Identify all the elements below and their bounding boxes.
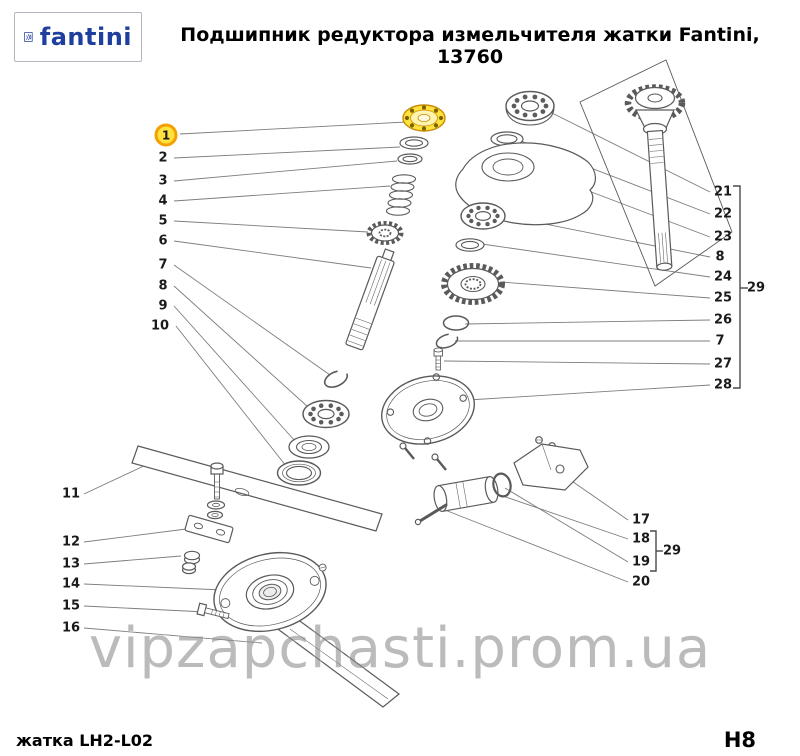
callout-23[interactable]: 23 (713, 229, 733, 245)
group-bracket-bottom (650, 530, 663, 572)
part-spring-4 (385, 174, 417, 216)
callout-26[interactable]: 26 (713, 312, 733, 328)
part-ring-26 (442, 315, 470, 331)
fantini-logo: fantini (14, 12, 142, 62)
callout-22[interactable]: 22 (713, 206, 733, 222)
callout-21[interactable]: 21 (713, 184, 733, 200)
callout-8b[interactable]: 8 (715, 249, 725, 265)
callout-3[interactable]: 3 (158, 173, 168, 189)
callout-6[interactable]: 6 (158, 233, 168, 249)
callout-27[interactable]: 27 (713, 356, 733, 372)
callout-14[interactable]: 14 (61, 576, 81, 592)
part-snap-ring-7b (435, 333, 459, 349)
group-bracket-top (733, 185, 748, 389)
callout-19[interactable]: 19 (631, 554, 651, 570)
part-ball-bearing-8 (302, 399, 350, 429)
part-o-ring-19 (492, 472, 512, 498)
part-hub-plate-14 (213, 551, 327, 633)
leader-lines (83, 111, 711, 644)
callout-1[interactable]: 1 (154, 123, 178, 147)
part-splined-shaft-6 (345, 248, 395, 351)
part-nuts-13 (181, 550, 201, 575)
part-washer-24 (455, 238, 485, 252)
part-bevel-gear-shaft (579, 59, 733, 287)
callout-15[interactable]: 15 (61, 598, 81, 614)
callout-10[interactable]: 10 (150, 318, 170, 334)
callout-8[interactable]: 8 (158, 278, 168, 294)
part-gear-5 (366, 221, 404, 245)
callout-20[interactable]: 20 (631, 574, 651, 590)
fantini-logo-icon (24, 32, 33, 42)
part-ball-bearing-21 (505, 90, 555, 126)
callout-17[interactable]: 17 (631, 512, 651, 528)
part-bracket-17 (513, 436, 589, 491)
part-bolt-27 (433, 347, 443, 371)
page-ref: H8 (723, 728, 756, 752)
part-washer-2 (399, 136, 429, 150)
callout-4[interactable]: 4 (158, 193, 168, 209)
part-ball-bearing-8b (460, 202, 506, 230)
part-gear-25 (441, 263, 505, 305)
callout-7b[interactable]: 7 (715, 333, 725, 349)
page-title: Подшипник редуктора измельчителя жатки F… (180, 24, 760, 68)
callout-25[interactable]: 25 (713, 290, 733, 306)
callout-11[interactable]: 11 (61, 486, 81, 502)
callout-12[interactable]: 12 (61, 534, 81, 550)
callout-24[interactable]: 24 (713, 269, 733, 285)
callout-9[interactable]: 9 (158, 298, 168, 314)
part-flange-plate-28 (381, 373, 475, 471)
callout-5[interactable]: 5 (158, 213, 168, 229)
callout-29-top[interactable]: 29 (746, 280, 766, 296)
part-seal-ring-9 (288, 435, 330, 459)
callout-16[interactable]: 16 (61, 620, 81, 636)
part-snap-ring-7 (323, 370, 349, 388)
callout-13[interactable]: 13 (61, 556, 81, 572)
part-clamp-assembly-12 (184, 462, 234, 544)
model-label: жатка LH2-L02 (16, 731, 154, 750)
callout-7[interactable]: 7 (158, 257, 168, 273)
logo-text: fantini (39, 23, 132, 51)
callout-28[interactable]: 28 (713, 377, 733, 393)
callout-29-bottom[interactable]: 29 (662, 543, 682, 559)
part-pin-20 (414, 503, 448, 526)
part-bearing-1-highlighted (402, 104, 446, 132)
part-seal-ring-10 (276, 460, 322, 486)
part-bolt-15 (196, 602, 230, 620)
part-washer-3 (397, 153, 423, 165)
callout-18[interactable]: 18 (631, 531, 651, 547)
callout-2[interactable]: 2 (158, 150, 168, 166)
part-knife-bar-11 (131, 445, 383, 532)
